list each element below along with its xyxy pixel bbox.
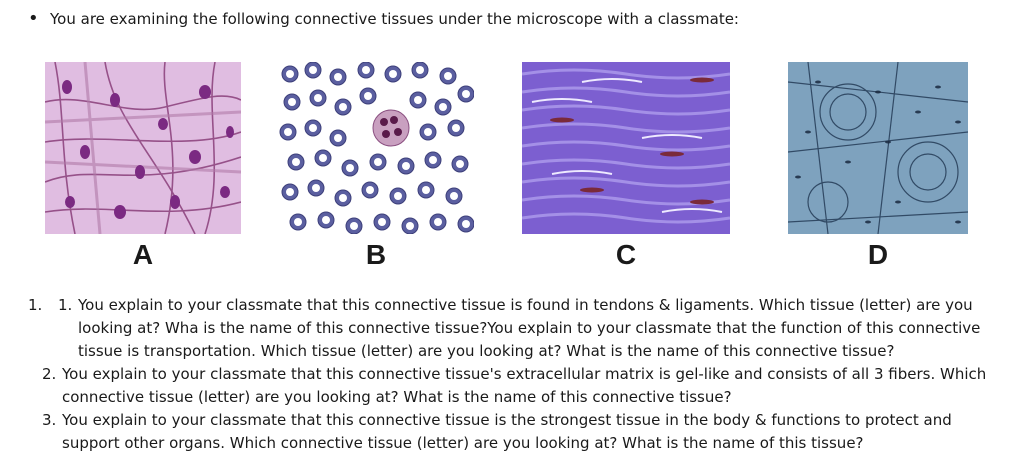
intro-line: • You are examining the following connec… xyxy=(28,8,1008,30)
question-text: You explain to your classmate that this … xyxy=(62,365,987,406)
question-text: You explain to your classmate that this … xyxy=(62,411,952,452)
figure-b: B xyxy=(278,62,474,272)
figure-d: D xyxy=(788,62,968,272)
figure-a: A xyxy=(45,62,241,272)
bone-tissue-image xyxy=(788,62,968,234)
figure-c: C xyxy=(522,62,730,272)
bullet: • xyxy=(28,8,39,29)
question-text: You explain to your classmate that this … xyxy=(78,296,981,360)
intro-text: You are examining the following connecti… xyxy=(50,10,739,28)
question-number: 2. xyxy=(42,365,57,383)
figure-label-c: C xyxy=(615,239,637,270)
question-list: 1. 1. You explain to your classmate that… xyxy=(28,294,1008,455)
question-number: 3. xyxy=(42,411,57,429)
list-item: 2. You explain to your classmate that th… xyxy=(42,363,1008,409)
outer-list-number: 1. xyxy=(28,296,43,314)
question-number: 1. xyxy=(58,296,73,314)
dense-regular-tissue-image xyxy=(522,62,730,234)
list-item: 1. You explain to your classmate that th… xyxy=(58,294,1008,363)
list-item: 3. You explain to your classmate that th… xyxy=(42,409,1008,455)
blood-smear-image xyxy=(278,62,474,234)
figure-label-b: B xyxy=(365,239,387,270)
areolar-tissue-image xyxy=(45,62,241,234)
figure-label-a: A xyxy=(132,239,154,270)
figure-label-d: D xyxy=(867,239,889,270)
